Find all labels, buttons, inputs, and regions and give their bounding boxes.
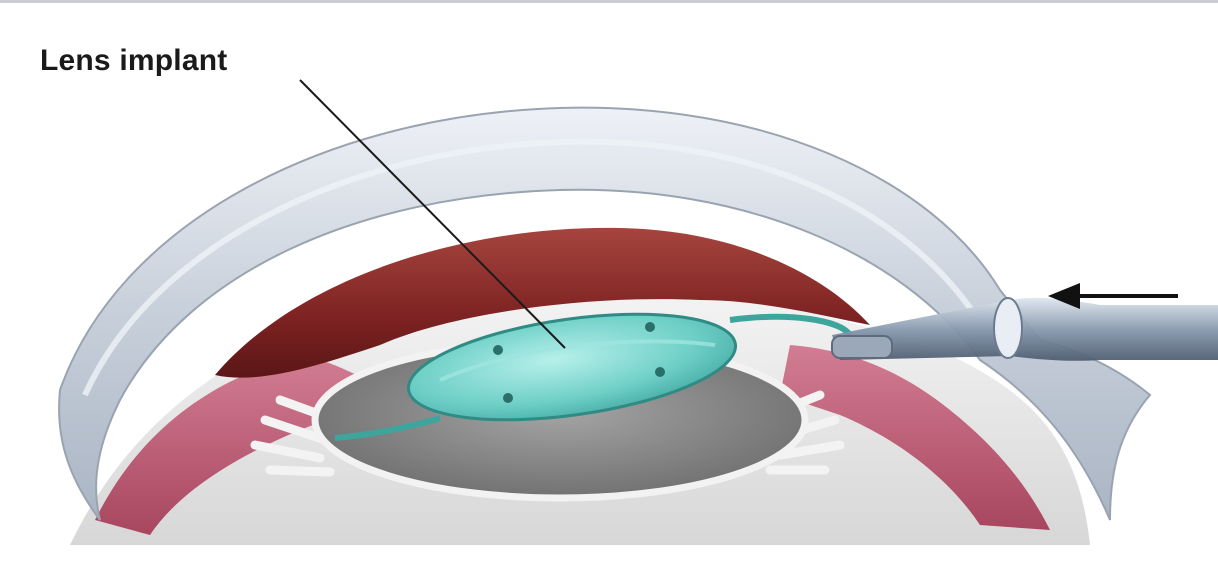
injector-instrument xyxy=(832,298,1218,361)
lens-implant-label: Lens implant xyxy=(40,44,227,78)
